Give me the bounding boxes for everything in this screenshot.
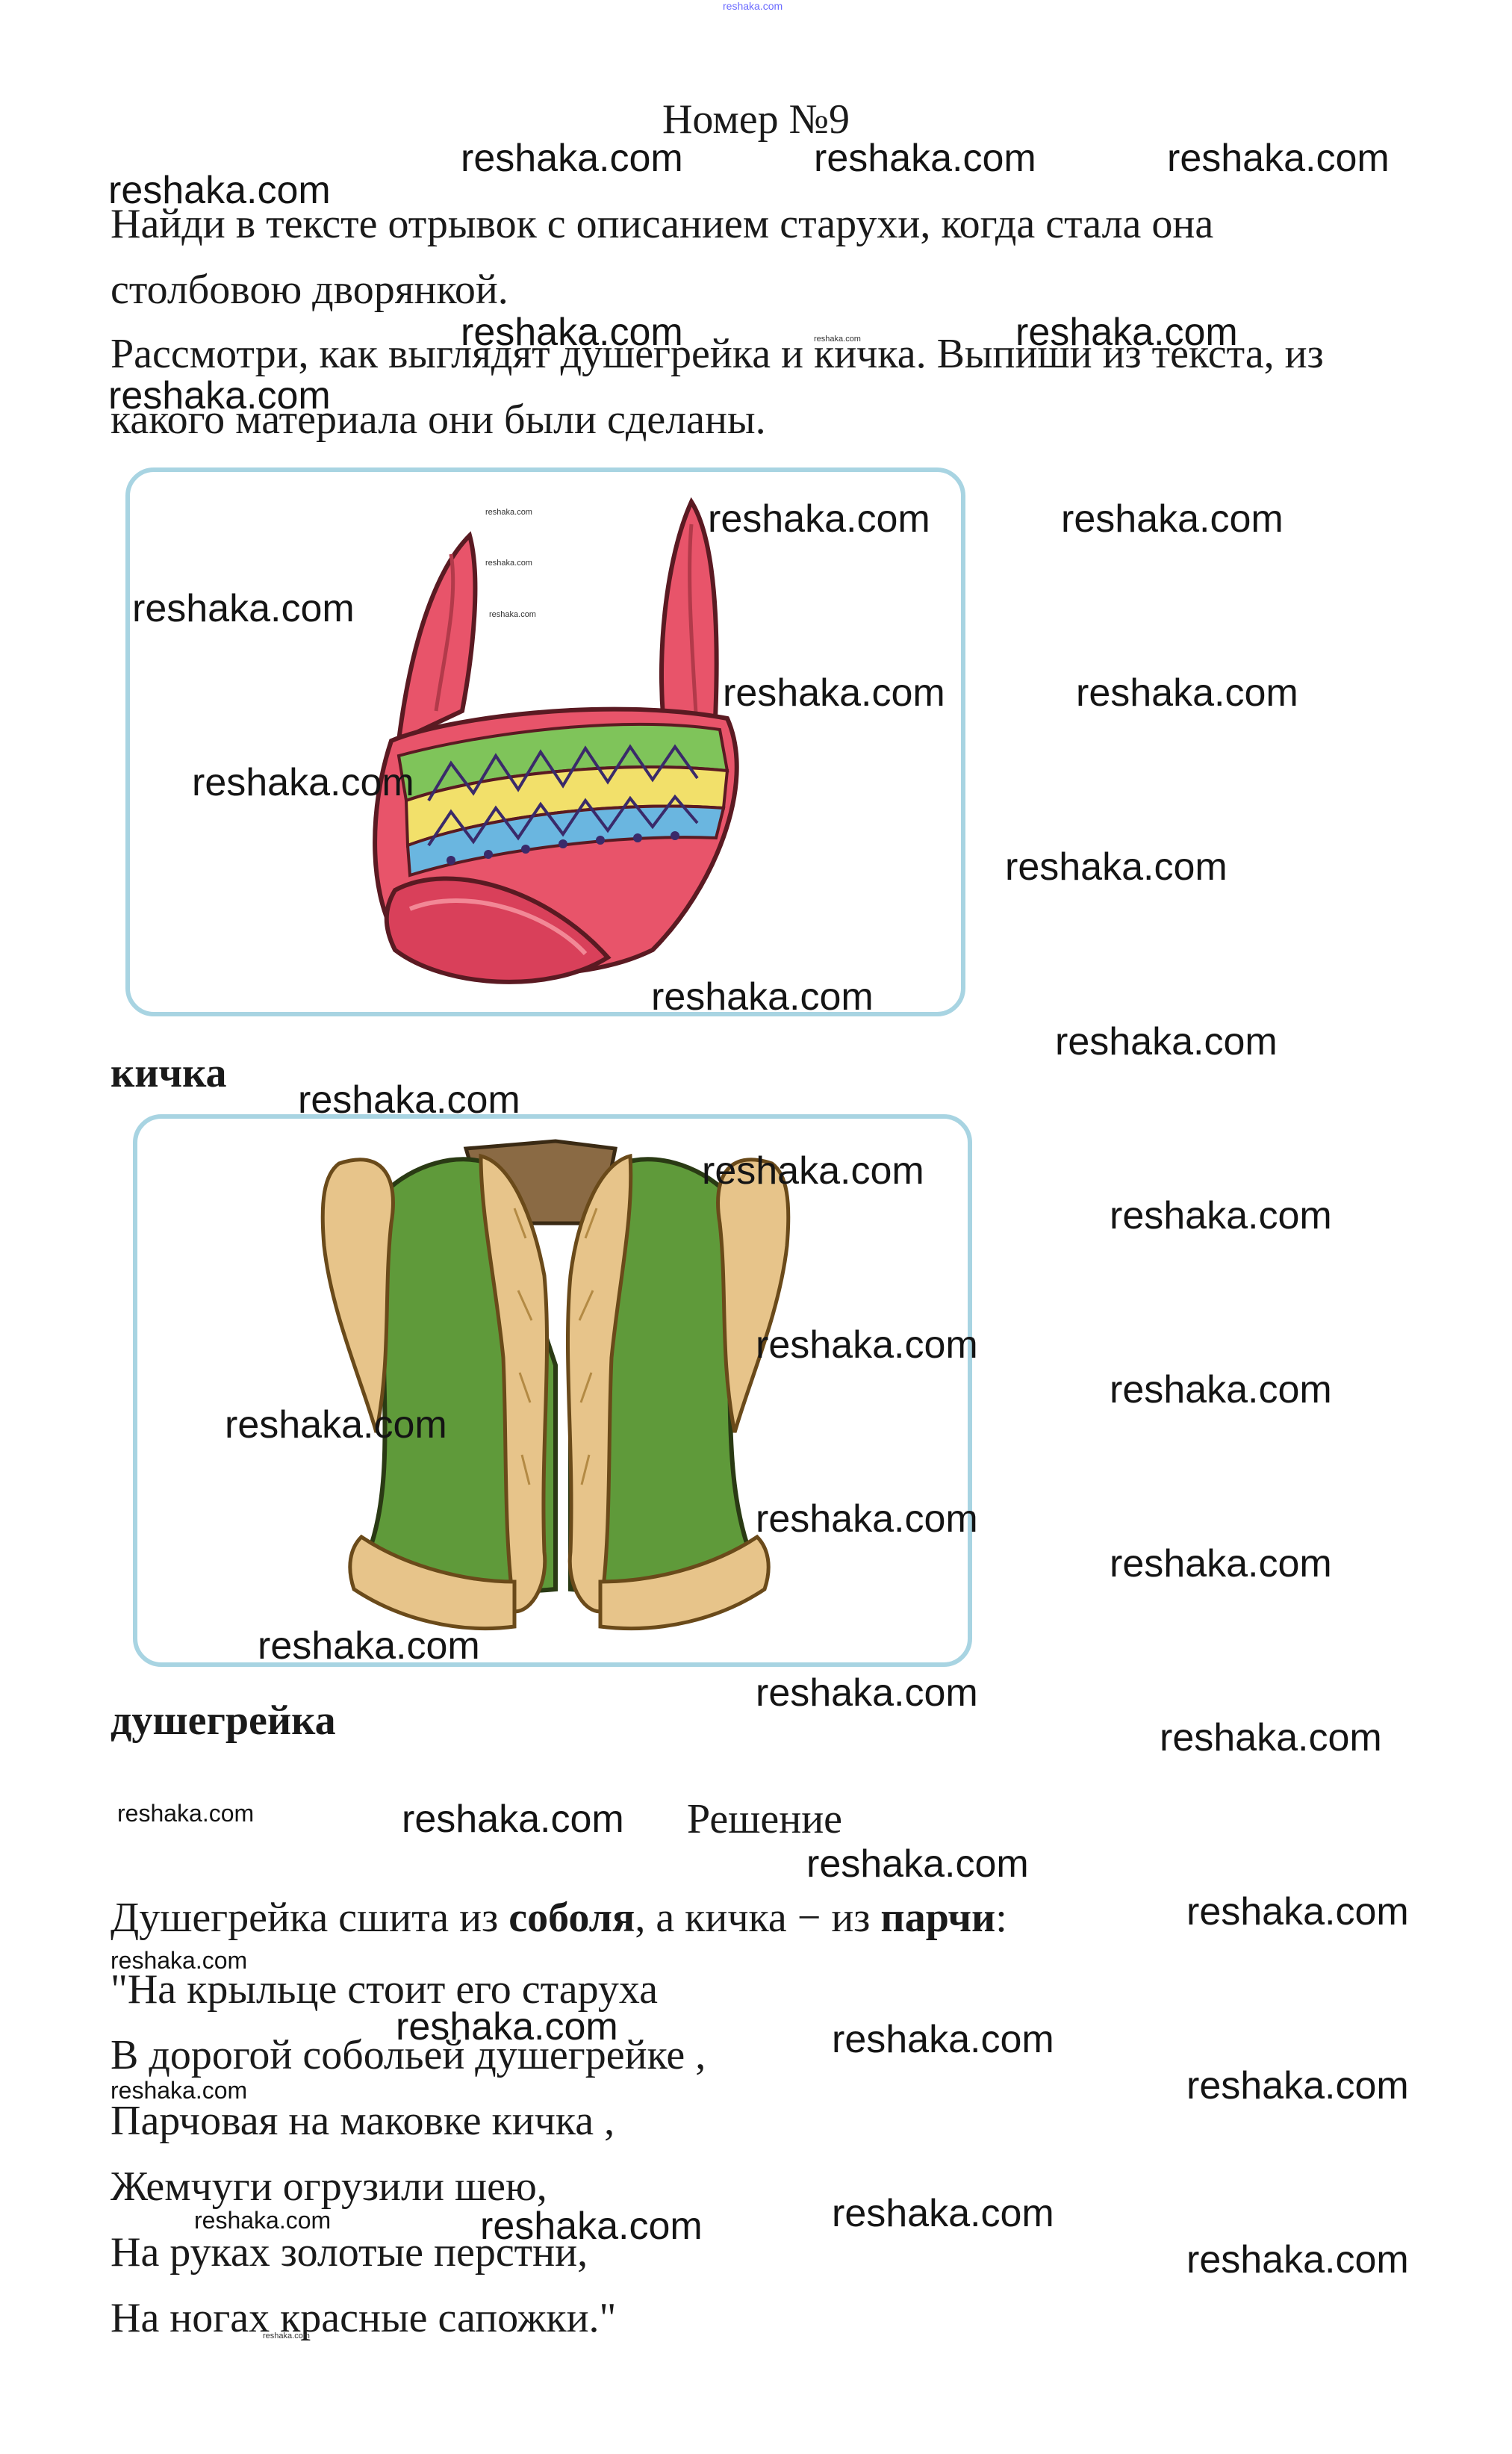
answer-bold-brocade: парчи bbox=[880, 1895, 996, 1941]
watermark: reshaka.com bbox=[806, 1842, 1029, 1886]
watermark: reshaka.com bbox=[1110, 1542, 1332, 1585]
watermark: reshaka.com bbox=[702, 1149, 924, 1193]
answer-part-1: Душегрейка сшита из bbox=[111, 1895, 509, 1941]
watermark: reshaka.com bbox=[192, 761, 414, 804]
kichka-image-frame bbox=[125, 467, 965, 1016]
solution-heading: Решение bbox=[687, 1796, 843, 1842]
watermark: reshaka.com bbox=[1061, 497, 1284, 541]
watermark: reshaka.com bbox=[1186, 1890, 1409, 1933]
watermark: reshaka.com bbox=[117, 1800, 255, 1827]
watermark: reshaka.com bbox=[651, 975, 874, 1019]
watermark: reshaka.com bbox=[1186, 2064, 1409, 2107]
watermark: reshaka.com bbox=[814, 335, 861, 344]
watermark: reshaka.com bbox=[832, 2192, 1054, 2235]
watermark: reshaka.com bbox=[756, 1497, 978, 1541]
answer-line: Душегрейка сшита из соболя, а кичка − из… bbox=[111, 1894, 1007, 1942]
watermark: reshaka.com bbox=[1160, 1716, 1382, 1759]
kichka-caption: кичка bbox=[111, 1050, 227, 1096]
watermark: reshaka.com bbox=[461, 137, 683, 180]
watermark: reshaka.com bbox=[258, 1624, 480, 1668]
watermark: reshaka.com bbox=[1186, 2238, 1409, 2281]
watermark: reshaka.com bbox=[832, 2018, 1054, 2061]
task-paragraph-2-line-2: какого материала они были сделаны. bbox=[111, 397, 766, 443]
watermark: reshaka.com bbox=[1076, 671, 1298, 715]
answer-part-3: : bbox=[995, 1895, 1007, 1941]
watermark: reshaka.com bbox=[263, 2332, 310, 2340]
watermark: reshaka.com bbox=[225, 1403, 447, 1447]
page-title: Номер №9 bbox=[662, 96, 850, 143]
watermark: reshaka.com bbox=[1110, 1194, 1332, 1237]
poem-line: Жемчуги огрузили шею, bbox=[111, 2163, 547, 2210]
watermark: reshaka.com bbox=[1055, 1020, 1278, 1063]
watermark: reshaka.com bbox=[402, 1798, 624, 1841]
watermark: reshaka.com bbox=[461, 311, 683, 354]
watermark: reshaka.com bbox=[480, 2205, 703, 2248]
answer-bold-sable: соболя bbox=[508, 1895, 635, 1941]
watermark: reshaka.com bbox=[814, 137, 1036, 180]
task-paragraph-2: Рассмотри, как выглядят душегрейка и кич… bbox=[111, 321, 1324, 453]
poem-line: Парчовая на маковке кичка , bbox=[111, 2098, 615, 2144]
dushegreika-caption: душегрейка bbox=[111, 1697, 336, 1744]
answer-part-2: , а кичка − из bbox=[635, 1895, 881, 1941]
watermark: reshaka.com bbox=[756, 1671, 978, 1715]
poem-line: На руках золотые перстни, bbox=[111, 2229, 588, 2276]
watermark: reshaka.com bbox=[756, 1323, 978, 1367]
poem-line: На ногах красные сапожки." bbox=[111, 2295, 617, 2341]
watermark: reshaka.com bbox=[485, 559, 532, 568]
watermark: reshaka.com bbox=[298, 1078, 520, 1122]
dushegreika-image-frame bbox=[133, 1114, 972, 1667]
poem-line: В дорогой собольей душегрейке , bbox=[111, 2032, 706, 2078]
watermark: reshaka.com bbox=[108, 169, 331, 212]
poem-quote: "На крыльце стоит его старуха В дорогой … bbox=[111, 1957, 706, 2351]
watermark: reshaka.com bbox=[489, 610, 536, 619]
task-paragraph-2-line-1: Рассмотри, как выглядят душегрейка и кич… bbox=[111, 331, 1324, 377]
watermark: reshaka.com bbox=[485, 508, 532, 517]
watermark: reshaka.com bbox=[723, 671, 945, 715]
kichka-headdress-icon bbox=[373, 497, 739, 984]
watermark: reshaka.com bbox=[194, 2207, 332, 2234]
top-site-mark: reshaka.com bbox=[723, 0, 783, 12]
watermark: reshaka.com bbox=[396, 2005, 618, 2048]
task-paragraph-1-line-1: Найди в тексте отрывок с описанием стару… bbox=[111, 201, 1214, 247]
task-paragraph-1-line-2: столбовою дворянкой. bbox=[111, 267, 508, 313]
watermark: reshaka.com bbox=[1110, 1368, 1332, 1411]
watermark: reshaka.com bbox=[708, 497, 930, 541]
watermark: reshaka.com bbox=[111, 1947, 248, 1974]
watermark: reshaka.com bbox=[1167, 137, 1390, 180]
watermark: reshaka.com bbox=[1015, 311, 1238, 354]
watermark: reshaka.com bbox=[108, 374, 331, 417]
watermark: reshaka.com bbox=[111, 2077, 248, 2104]
fur-vest-icon bbox=[320, 1139, 791, 1631]
watermark: reshaka.com bbox=[1005, 845, 1228, 889]
poem-line: "На крыльце стоит его старуха bbox=[111, 1966, 659, 2013]
task-paragraph-1: Найди в тексте отрывок с описанием стару… bbox=[111, 191, 1213, 323]
watermark: reshaka.com bbox=[132, 587, 355, 630]
